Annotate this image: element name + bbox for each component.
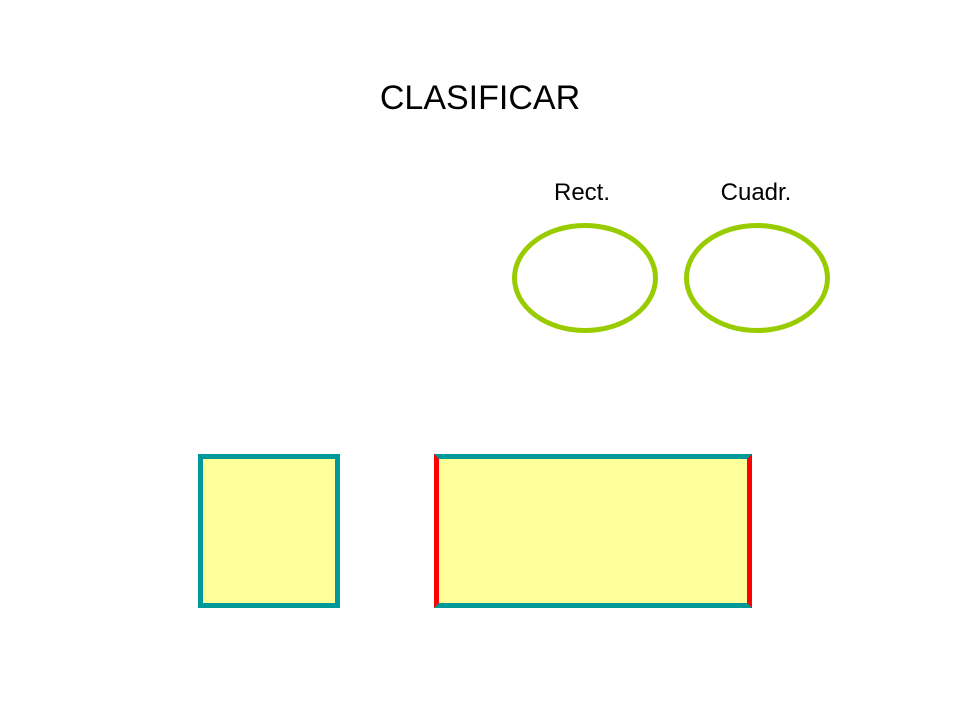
rectangle-category-label: Rect. [553,179,610,206]
rectangle-shape[interactable] [434,454,752,608]
rectangle-drop-ellipse[interactable] [512,223,658,333]
square-shape[interactable] [198,454,340,608]
square-drop-ellipse[interactable] [684,223,830,333]
slide-title: CLASIFICAR [379,79,581,117]
square-category-label: Cuadr. [720,179,792,206]
